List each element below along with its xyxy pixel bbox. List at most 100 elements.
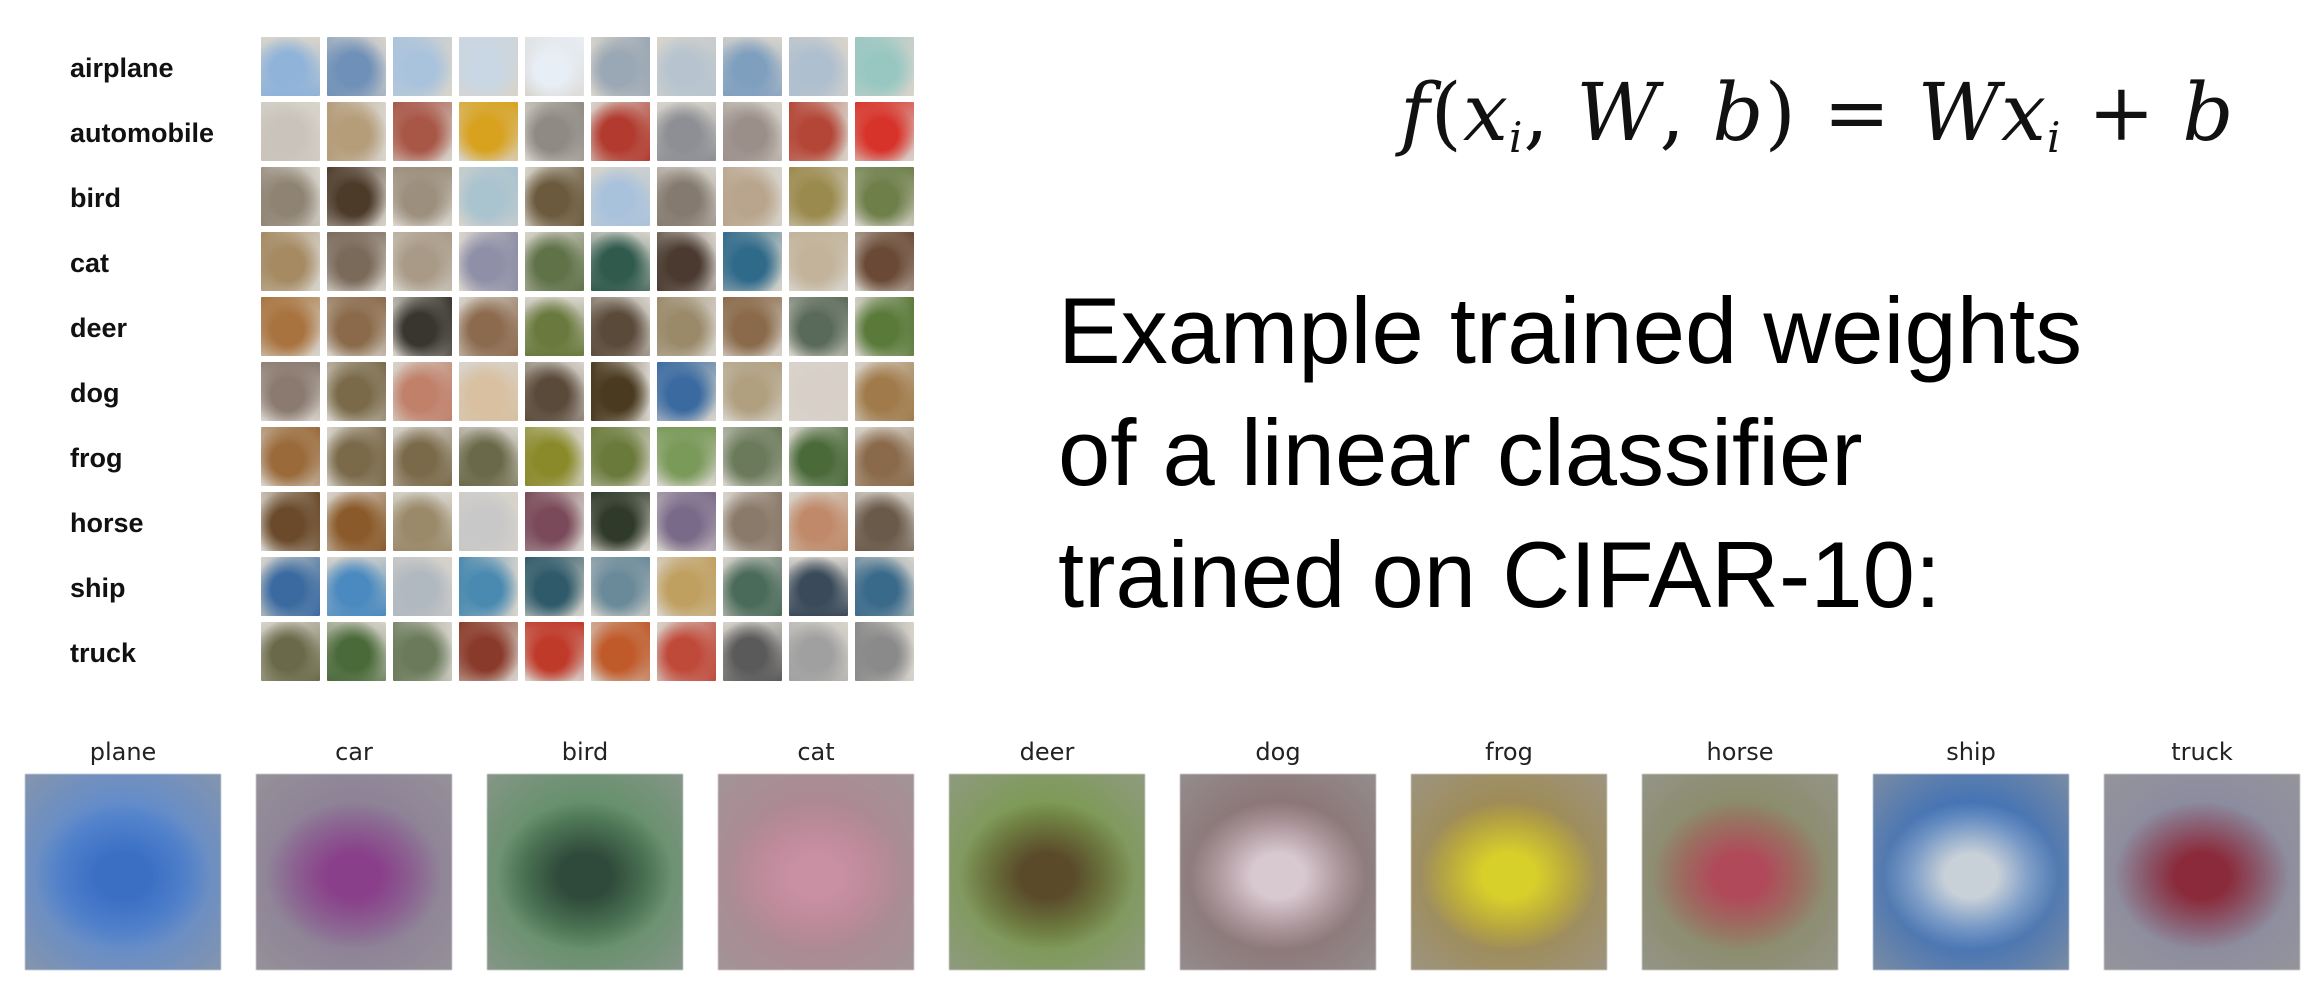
class-label-ship: ship: [70, 573, 126, 603]
sample-image-ship: [723, 557, 782, 616]
sample-image-cat: [393, 232, 452, 291]
caption-text: Example trained weights of a linear clas…: [1058, 270, 2258, 636]
class-label-column: airplane automobile bird cat deer dog fr…: [70, 42, 270, 692]
sample-image-cat: [327, 232, 386, 291]
sample-image-deer: [657, 297, 716, 356]
sample-image-airplane: [459, 37, 518, 96]
sample-image-truck: [855, 622, 914, 681]
class-label-truck: truck: [70, 638, 137, 668]
sample-image-bird: [657, 167, 716, 226]
formula-W: W: [1576, 66, 1660, 159]
caption-line-2: of a linear classifier: [1058, 400, 1863, 505]
class-label-frog: frog: [70, 443, 123, 473]
weight-title-truck: truck: [2171, 738, 2233, 766]
sample-image-automobile: [723, 102, 782, 161]
sample-image-horse: [723, 492, 782, 551]
formula-subscript-i: i: [2047, 113, 2062, 162]
sample-image-automobile: [855, 102, 914, 161]
sample-image-deer: [393, 297, 452, 356]
sample-image-frog: [855, 427, 914, 486]
sample-image-deer: [525, 297, 584, 356]
sample-image-truck: [789, 622, 848, 681]
weight-cell-cat: cat: [718, 736, 914, 970]
weight-title-dog: dog: [1255, 738, 1301, 766]
weight-title-ship: ship: [1946, 738, 1996, 766]
sample-image-dog: [657, 362, 716, 421]
sample-image-truck: [591, 622, 650, 681]
sample-image-deer: [327, 297, 386, 356]
sample-image-ship: [525, 557, 584, 616]
sample-image-automobile: [327, 102, 386, 161]
sample-image-frog: [723, 427, 782, 486]
sample-image-bird: [525, 167, 584, 226]
class-label-cat: cat: [70, 248, 110, 278]
sample-image-frog: [591, 427, 650, 486]
sample-image-truck: [393, 622, 452, 681]
weight-image-horse: [1642, 774, 1838, 970]
caption-line-1: Example trained weights: [1058, 278, 2083, 383]
sample-image-automobile: [789, 102, 848, 161]
class-label-horse: horse: [70, 508, 144, 538]
sample-image-truck: [459, 622, 518, 681]
formula-close-paren: ): [1764, 66, 1797, 159]
sample-image-cat: [657, 232, 716, 291]
sample-image-horse: [789, 492, 848, 551]
sample-image-bird: [855, 167, 914, 226]
sample-image-bird: [393, 167, 452, 226]
weight-cell-car: car: [256, 736, 452, 970]
sample-image-automobile: [393, 102, 452, 161]
sample-image-deer: [723, 297, 782, 356]
weight-image-bird: [487, 774, 683, 970]
sample-image-dog: [393, 362, 452, 421]
sample-image-airplane: [855, 37, 914, 96]
weight-image-ship: [1873, 774, 2069, 970]
sample-image-cat: [855, 232, 914, 291]
sample-image-truck: [723, 622, 782, 681]
sample-image-dog: [855, 362, 914, 421]
sample-image-deer: [591, 297, 650, 356]
sample-image-airplane: [261, 37, 320, 96]
sample-image-dog: [327, 362, 386, 421]
cifar10-sample-grid: [261, 37, 921, 685]
formula-open-paren: (: [1430, 66, 1463, 159]
sample-image-deer: [459, 297, 518, 356]
formula-b: b: [1712, 66, 1765, 159]
caption-line-3: trained on CIFAR-10:: [1058, 522, 1941, 627]
sample-image-horse: [393, 492, 452, 551]
formula-comma: ,: [1523, 66, 1577, 159]
weight-title-bird: bird: [561, 738, 609, 766]
sample-image-ship: [459, 557, 518, 616]
class-label-deer: deer: [70, 313, 128, 343]
sample-image-airplane: [657, 37, 716, 96]
sample-image-airplane: [591, 37, 650, 96]
sample-image-dog: [261, 362, 320, 421]
sample-image-cat: [789, 232, 848, 291]
sample-image-dog: [459, 362, 518, 421]
sample-image-cat: [525, 232, 584, 291]
sample-image-deer: [855, 297, 914, 356]
formula-comma: ,: [1659, 66, 1713, 159]
sample-image-deer: [789, 297, 848, 356]
class-label-dog: dog: [70, 378, 120, 408]
sample-image-cat: [591, 232, 650, 291]
sample-image-frog: [261, 427, 320, 486]
sample-image-airplane: [393, 37, 452, 96]
sample-image-bird: [261, 167, 320, 226]
formula-equals: =: [1796, 66, 1918, 159]
sample-image-automobile: [591, 102, 650, 161]
sample-image-bird: [459, 167, 518, 226]
weight-image-cat: [718, 774, 914, 970]
weight-image-plane: [25, 774, 221, 970]
sample-image-automobile: [261, 102, 320, 161]
sample-image-frog: [789, 427, 848, 486]
weight-cell-horse: horse: [1642, 736, 1838, 970]
sample-image-frog: [657, 427, 716, 486]
sample-image-bird: [591, 167, 650, 226]
weight-cell-truck: truck: [2104, 736, 2300, 970]
sample-image-bird: [327, 167, 386, 226]
weight-cell-ship: ship: [1873, 736, 2069, 970]
sample-image-truck: [261, 622, 320, 681]
class-label-airplane: airplane: [70, 53, 174, 83]
weight-cell-plane: plane: [25, 736, 221, 970]
formula-x: x: [2000, 66, 2048, 159]
